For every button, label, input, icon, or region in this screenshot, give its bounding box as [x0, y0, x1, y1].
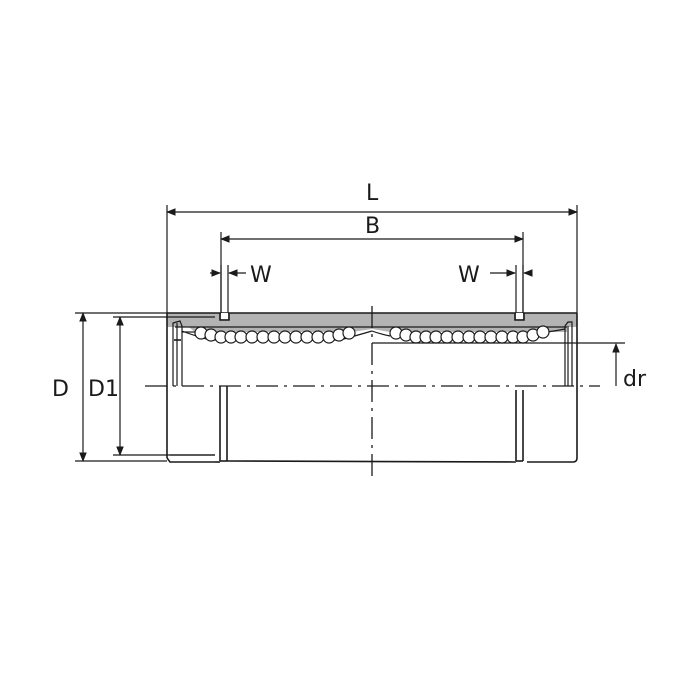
label-D1: D1 — [88, 377, 119, 402]
label-W-right: W — [458, 263, 480, 288]
label-D: D — [52, 377, 69, 402]
groove-left — [219, 313, 230, 321]
label-L: L — [366, 181, 379, 206]
lower-outline-left — [166, 457, 215, 463]
label-W-left: W — [250, 263, 272, 288]
label-dr: dr — [623, 367, 647, 392]
dimension-dr: dr — [372, 342, 647, 392]
retainer-section-right — [372, 320, 567, 332]
bearing-body — [166, 312, 578, 463]
dimension-D1: D1 — [88, 316, 215, 456]
groove-right — [514, 313, 525, 321]
dimension-D: D — [52, 312, 167, 462]
left-seal — [172, 320, 183, 386]
right-end-face — [527, 313, 578, 463]
label-B: B — [365, 214, 380, 239]
dimension-W-right: W — [458, 263, 533, 313]
ball-row-left — [181, 326, 373, 344]
dimension-W-left: W — [210, 263, 272, 313]
retainer-section-left — [180, 320, 372, 332]
dimension-L: L — [166, 181, 578, 313]
ball-row-right — [371, 325, 566, 344]
